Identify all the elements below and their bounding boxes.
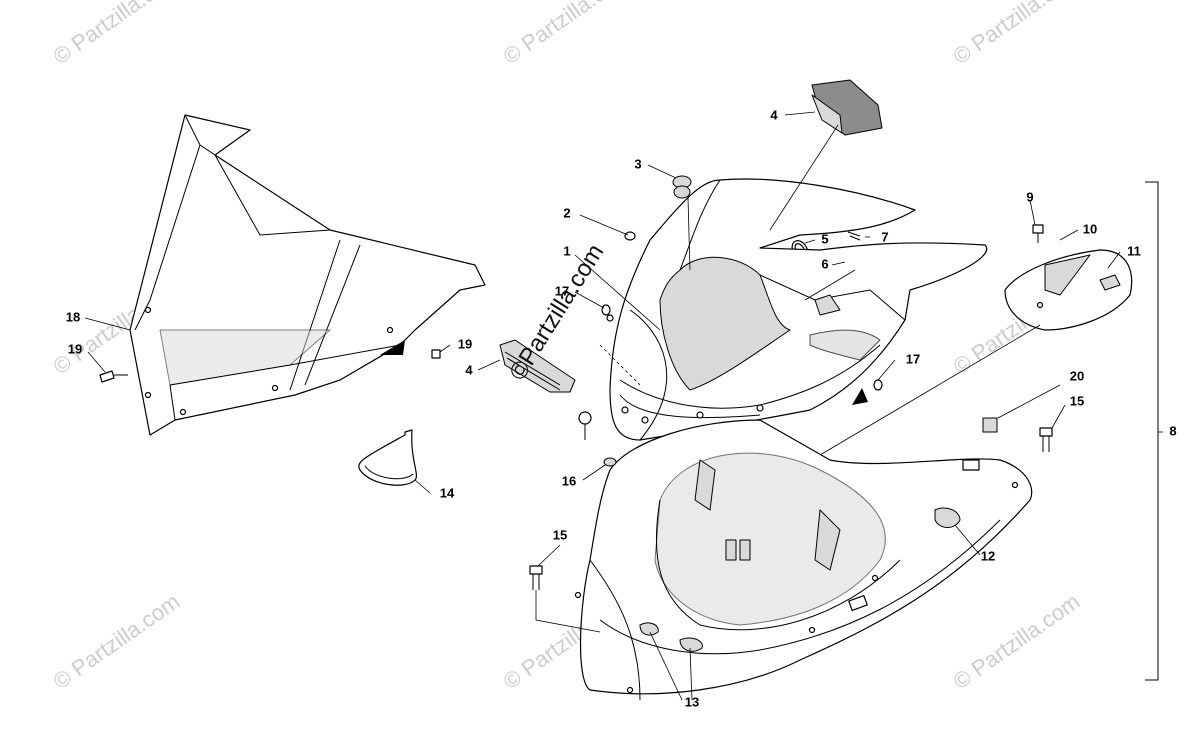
callout-13: 13 [685, 694, 699, 709]
callout-18: 18 [66, 309, 80, 324]
gauge-part [811, 79, 883, 136]
screw-17-left [601, 304, 611, 316]
grommet-part [672, 175, 692, 199]
callout-8: 8 [1169, 423, 1176, 438]
arrow-marker-right [852, 388, 868, 405]
clip-part [847, 231, 861, 241]
upper-hood-part [606, 178, 988, 441]
callout-17-right: 17 [906, 351, 920, 366]
callout-16: 16 [562, 473, 576, 488]
watermark-bottom-left: © Partzilla.com [49, 589, 185, 695]
callout-19-right: 19 [458, 336, 472, 351]
callout-14: 14 [440, 485, 455, 500]
screw-2-part [624, 231, 636, 241]
callout-11: 11 [1127, 243, 1141, 258]
callout-1: 1 [563, 243, 570, 258]
watermark-center: ©Partzilla.com [504, 239, 609, 385]
callout-3: 3 [634, 156, 641, 171]
leader-lines [84, 111, 1163, 701]
callout-12: 12 [981, 548, 995, 563]
callout-19-left: 19 [68, 341, 82, 356]
callout-numbers: 1 2 3 4 4 5 6 7 8 9 10 11 12 13 14 15 15… [66, 107, 1177, 709]
watermark-top-left: © Partzilla.com [49, 0, 185, 69]
callout-4-left: 4 [465, 362, 473, 377]
screw-19-left [99, 370, 128, 383]
fastener-9-part [1032, 224, 1044, 243]
callout-9: 9 [1026, 189, 1033, 204]
callout-17-left: 17 [555, 283, 569, 298]
plate-part [1004, 249, 1133, 331]
callout-4-top: 4 [770, 107, 778, 122]
callout-20: 20 [1070, 368, 1084, 383]
watermark-top-right: © Partzilla.com [949, 0, 1085, 69]
watermark-top-center: © Partzilla.com [499, 0, 635, 69]
arrow-marker-left [380, 340, 405, 355]
callout-15-right: 15 [1070, 393, 1084, 408]
bolt-15-right [1039, 427, 1053, 452]
callout-15-left: 15 [553, 527, 567, 542]
clip-nut-part [982, 417, 998, 433]
callout-7: 7 [881, 229, 888, 244]
screw-19-right [431, 349, 441, 359]
watermark-bottom-right: © Partzilla.com [949, 589, 1085, 695]
fastener-16-part [578, 411, 617, 467]
bolt-15-left [529, 565, 543, 590]
trim-panel-left [499, 339, 576, 393]
screw-17-right [873, 379, 883, 391]
strap-part [358, 429, 417, 486]
belly-pan-part [574, 419, 1033, 701]
windshield-part [129, 114, 486, 436]
callout-2: 2 [563, 205, 570, 220]
callout-10: 10 [1083, 221, 1097, 236]
callout-6: 6 [821, 256, 828, 271]
callout-5: 5 [821, 231, 828, 246]
